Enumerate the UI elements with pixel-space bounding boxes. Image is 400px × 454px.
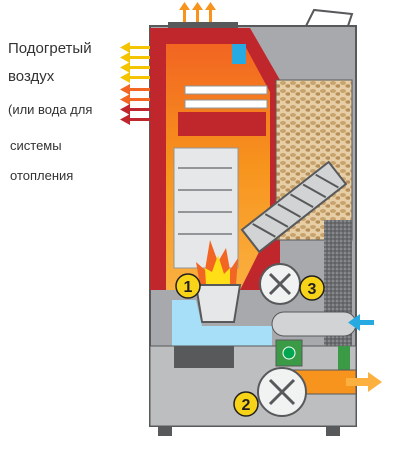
caption-line-5: отопления — [10, 168, 74, 183]
caption-line-1: Подогретый — [8, 40, 92, 57]
exhaust-arrows — [179, 2, 216, 22]
hopper-lid — [304, 8, 354, 27]
panel-ribs — [178, 167, 232, 235]
marker-3-text: 3 — [308, 281, 317, 298]
marker-1: 1 — [175, 273, 201, 299]
marker-2: 2 — [233, 391, 259, 417]
air-inlet-pipe — [271, 311, 357, 337]
exhaust-arrow — [346, 372, 382, 392]
feet — [158, 426, 340, 436]
ignition-fan — [259, 263, 301, 305]
auger — [240, 160, 348, 254]
caption-line-2: воздух — [8, 68, 55, 85]
air-inlet-arrow — [348, 314, 374, 331]
ash-tray — [174, 346, 234, 368]
exhaust-fan — [257, 367, 307, 417]
burner-pot — [194, 284, 242, 323]
flame — [196, 240, 238, 285]
caption-line-4: системы — [10, 138, 62, 153]
flue-collar — [168, 22, 238, 32]
exchanger-panel — [173, 147, 239, 269]
exchanger-tubes — [178, 85, 268, 136]
air-chamber — [172, 300, 272, 346]
control-module — [338, 346, 350, 376]
hot-air-arrows — [120, 42, 150, 125]
caption-line-3: (или вода для — [8, 102, 93, 117]
top-water-inlet — [232, 44, 246, 64]
marker-3: 3 — [299, 275, 325, 301]
marker-1-text: 1 — [184, 279, 193, 296]
marker-2-text: 2 — [242, 397, 251, 414]
